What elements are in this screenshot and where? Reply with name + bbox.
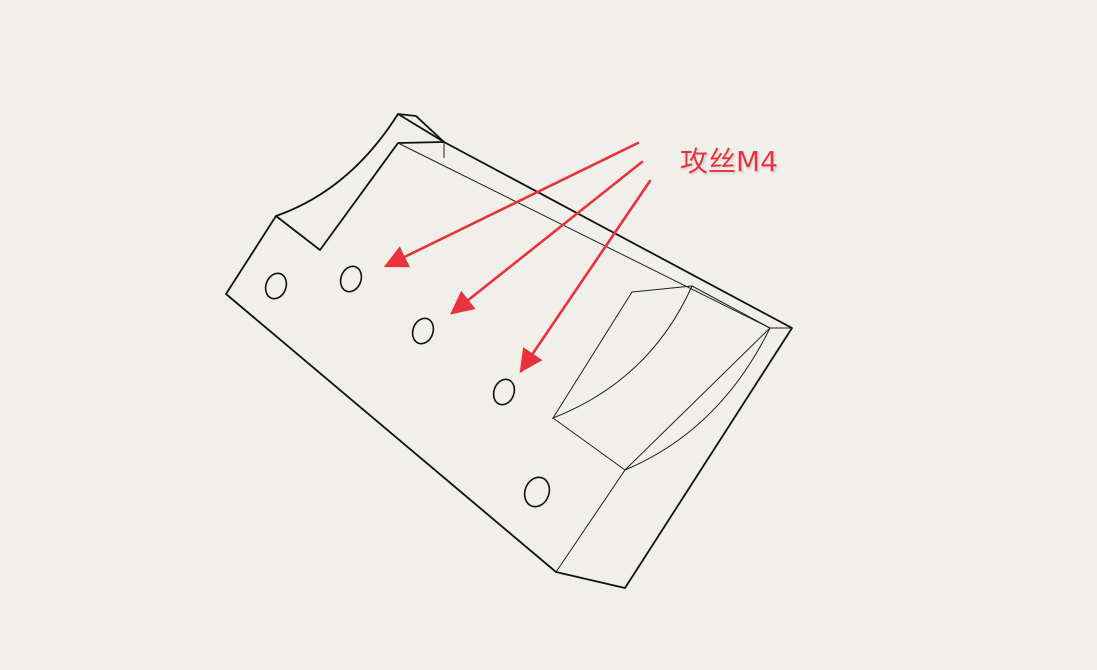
hole-1 — [264, 272, 288, 300]
callout-arrows — [383, 141, 652, 373]
callout-label-tapping-m4: 攻丝M4 — [680, 145, 778, 178]
callout-arrow-3 — [519, 179, 652, 373]
pocket-outline — [551, 285, 693, 420]
part-outline — [225, 113, 793, 589]
holes — [264, 265, 551, 508]
pocket-lower-edge — [552, 417, 626, 471]
part-silhouette — [225, 113, 793, 589]
pocket-curve-lower — [691, 285, 771, 329]
callout-arrow-2 — [450, 160, 644, 315]
arc-cutout-edge — [275, 113, 445, 251]
pocket-curve-lower-arc — [624, 327, 771, 471]
hole-3 — [411, 317, 435, 345]
callout-arrow-1 — [383, 141, 640, 268]
front-edge-line — [555, 327, 792, 573]
hole-4 — [492, 378, 516, 406]
hole-2 — [339, 265, 363, 293]
part-inner-edges — [397, 142, 792, 573]
hole-5 — [523, 476, 551, 508]
top-ridge-line — [397, 142, 771, 329]
